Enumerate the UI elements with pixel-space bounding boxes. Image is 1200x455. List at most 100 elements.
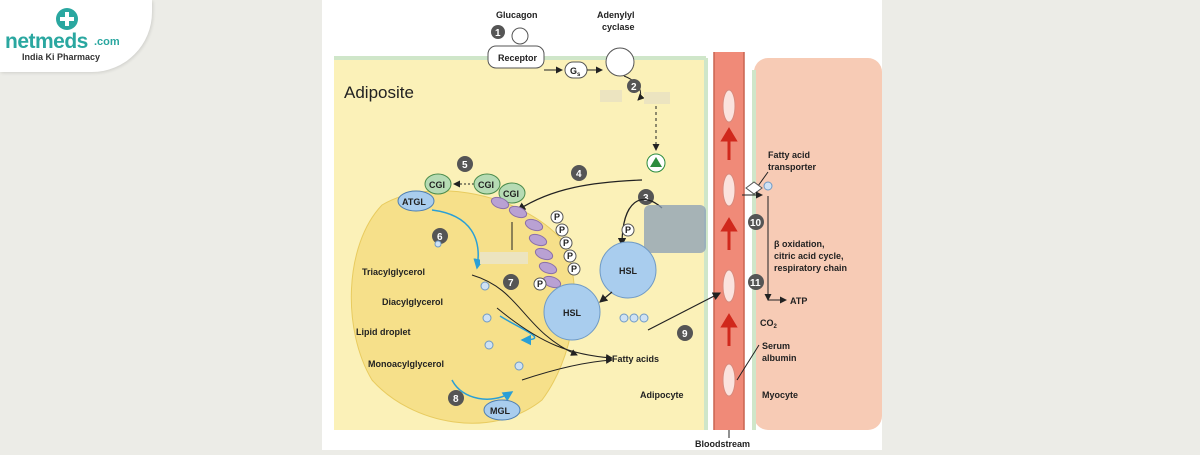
albumin-label: albumin [762, 353, 797, 363]
co2-label: CO2 [760, 318, 778, 330]
pka-triangle [650, 157, 662, 167]
mgl [483, 399, 521, 421]
brand-tld: .com [94, 36, 120, 48]
step-3-number: 3 [643, 193, 649, 204]
adenylyl-label: Adenylyl [597, 10, 635, 20]
step-11-badge [748, 274, 764, 290]
diacylglycerol-label: Diacylglycerol [382, 297, 443, 307]
step-11-number: 11 [750, 278, 761, 289]
hsl-bound [543, 283, 601, 341]
blurred-label-camp [644, 92, 670, 104]
step-7-number: 7 [508, 278, 514, 289]
brand-name: netmeds [5, 30, 88, 53]
brand-tagline: India Ki Pharmacy [22, 52, 101, 62]
cyclase-label: cyclase [602, 22, 635, 32]
lipolysis-diagram: Glucagon 1 Receptor Gs Adenylyl cyclase … [322, 0, 882, 450]
arrow-albumin [736, 344, 760, 381]
hsl-bound-label: HSL [563, 308, 582, 318]
step-9-badge [677, 325, 693, 341]
step-8-badge [448, 390, 464, 406]
bloodstream-label: Bloodstream [695, 439, 750, 449]
phosphate-labels: P P P P P [554, 212, 577, 274]
step-4-number: 4 [576, 169, 582, 180]
hsl-bound-phosphate [533, 277, 547, 291]
arrow-to-fatty-acids [496, 307, 613, 362]
svg-text:P: P [554, 212, 560, 222]
step-8-number: 8 [453, 394, 459, 405]
fatty-acid-transporter [745, 181, 763, 195]
arrow-mag [521, 356, 613, 381]
arrow-pka-perilipin [516, 179, 643, 211]
arrow-atgl [431, 209, 484, 270]
myocyte-cell [754, 58, 882, 430]
step-10-number: 10 [750, 218, 762, 229]
blurred-pka-box [644, 205, 706, 253]
hsl-phosphate [621, 223, 635, 237]
myocyte-label: Myocyte [762, 390, 798, 400]
atgl [397, 190, 435, 212]
cgi-bound-1-label: CGI [478, 180, 494, 190]
atgl-label: ATGL [402, 197, 426, 207]
step-2-badge [627, 79, 641, 93]
step-3-badge [638, 189, 654, 205]
adipocyte-label: Adipocyte [640, 390, 684, 400]
step-5-number: 5 [462, 160, 468, 171]
arrow-fa-blood [647, 292, 722, 331]
arrow-hsl-translocate [599, 291, 613, 303]
blurred-perilipin-label [480, 252, 528, 264]
cgi-bound-2 [498, 182, 526, 204]
hsl-bound-phosphate-label: P [537, 279, 543, 289]
arrow-mgl [451, 379, 514, 402]
arrow-hsl-dag [499, 315, 536, 346]
transporter-pointer [757, 171, 769, 187]
monoacylglycerol-label: Monoacylglycerol [368, 359, 444, 369]
svg-text:P: P [563, 238, 569, 248]
fatty-acids-label: Fatty acids [612, 354, 659, 364]
fa-in-myocyte [763, 181, 773, 191]
step-6-number: 6 [437, 232, 443, 243]
hsl-free-label: HSL [619, 266, 638, 276]
step-9-number: 9 [682, 329, 688, 340]
beta-oxidation-2: citric acid cycle, [774, 251, 844, 261]
diagram-svg: Glucagon 1 Receptor Gs Adenylyl cyclase … [334, 10, 882, 449]
glucagon-molecule [511, 27, 529, 45]
beta-oxidation-1: β oxidation, [774, 239, 825, 249]
gs-label: Gs [570, 66, 581, 78]
beta-oxidation-3: respiratory chain [774, 263, 847, 273]
triacylglycerol-label: Triacylglycerol [362, 267, 425, 277]
step-4-badge [571, 165, 587, 181]
hsl-phosphate-label: P [625, 225, 631, 235]
flow-arrows [720, 127, 738, 346]
receptor [487, 45, 545, 69]
netmeds-logo[interactable]: netmeds .com India Ki Pharmacy [0, 0, 152, 72]
plus-icon [56, 8, 78, 30]
cgi-free [424, 173, 452, 195]
serum-label: Serum [762, 341, 790, 351]
step-5-badge [457, 156, 473, 172]
blurred-label-atp [600, 90, 622, 102]
lipid-droplet-label: Lipid droplet [356, 327, 411, 337]
red-blood-cells [722, 89, 736, 397]
hsl-free [599, 241, 657, 299]
receptor-label: Receptor [498, 53, 538, 63]
adenylyl-cyclase [605, 47, 635, 77]
transporter-label-1: Fatty acid [768, 150, 810, 160]
fatty-acid-molecules [434, 240, 649, 371]
svg-text:P: P [567, 251, 573, 261]
adiposite-title: Adiposite [344, 83, 414, 102]
step-1-number: 1 [495, 28, 501, 39]
atp-label: ATP [790, 296, 807, 306]
mgl-label: MGL [490, 406, 510, 416]
transporter-label-2: transporter [768, 162, 817, 172]
step-1-badge [491, 25, 505, 39]
glucagon-label: Glucagon [496, 10, 538, 20]
cgi-bound-2-label: CGI [503, 189, 519, 199]
cgi-bound-1 [473, 173, 501, 195]
step-7-badge [503, 274, 519, 290]
step-2-number: 2 [631, 82, 637, 93]
step-10-badge [748, 214, 764, 230]
phosphate-groups [550, 210, 581, 276]
svg-text:P: P [559, 225, 565, 235]
arrow-tag-to-dag [471, 274, 578, 356]
cgi-free-label: CGI [429, 180, 445, 190]
